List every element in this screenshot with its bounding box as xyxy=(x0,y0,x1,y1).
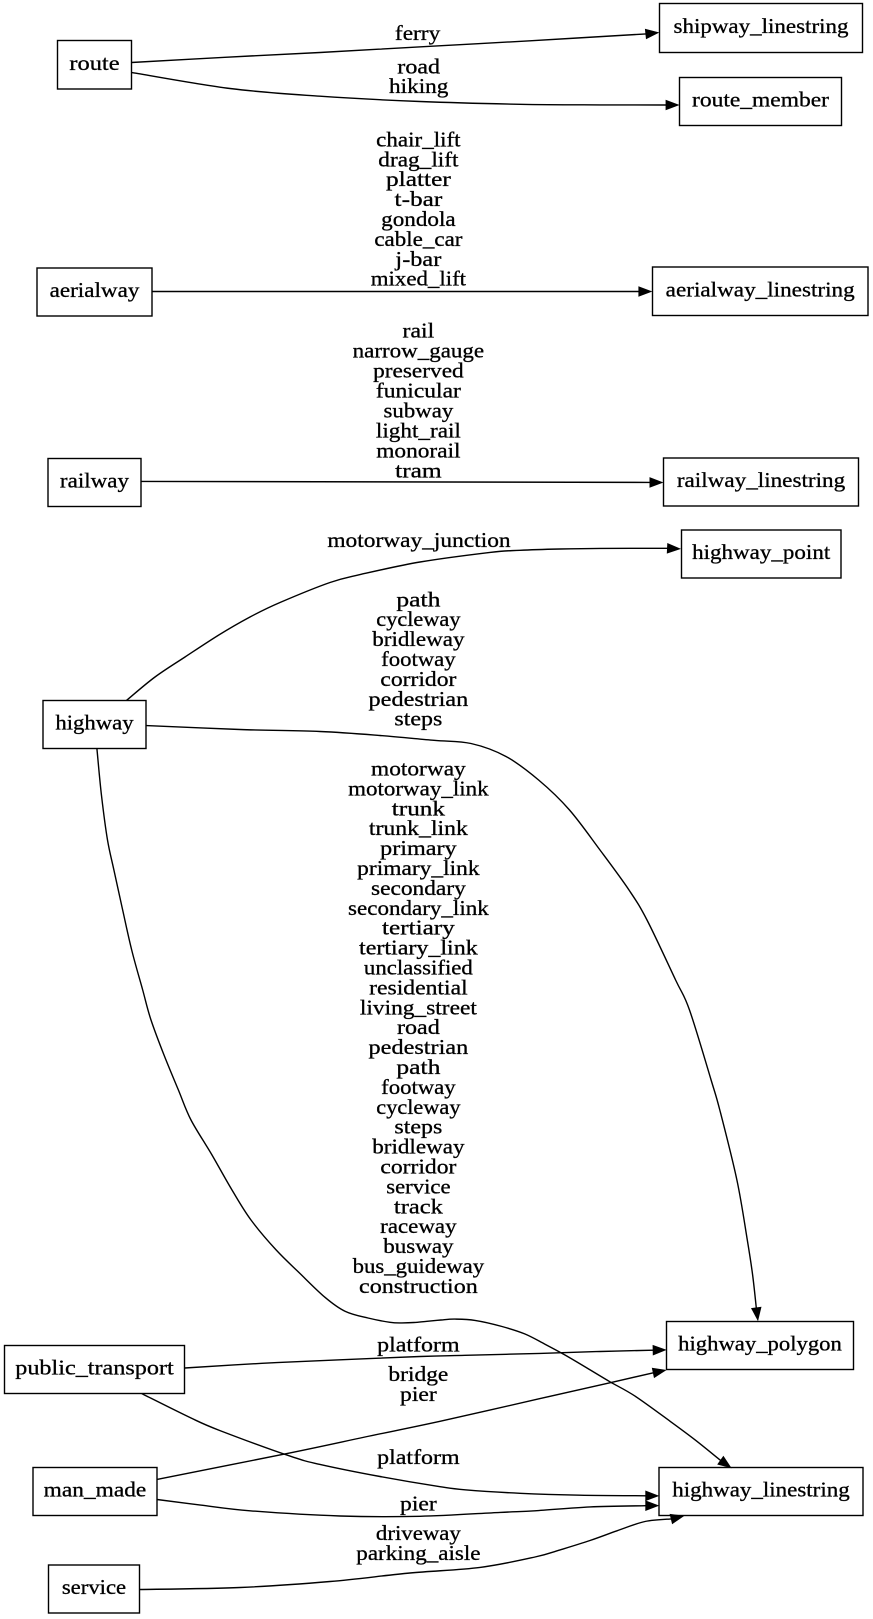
svg-text:public_transport: public_transport xyxy=(15,1356,174,1380)
svg-text:mixed_lift: mixed_lift xyxy=(371,267,466,291)
svg-text:gondola: gondola xyxy=(381,207,456,231)
svg-text:corridor: corridor xyxy=(380,1155,456,1179)
svg-text:cycleway: cycleway xyxy=(376,607,461,631)
svg-text:service: service xyxy=(386,1174,450,1198)
svg-text:living_street: living_street xyxy=(360,995,477,1019)
svg-text:aerialway: aerialway xyxy=(50,278,140,302)
svg-text:platter: platter xyxy=(386,167,451,191)
svg-text:secondary_link: secondary_link xyxy=(348,896,489,920)
svg-text:driveway: driveway xyxy=(376,1521,461,1545)
svg-text:drag_lift: drag_lift xyxy=(378,147,458,171)
svg-text:road: road xyxy=(397,54,440,78)
svg-text:secondary: secondary xyxy=(371,876,466,900)
svg-text:road: road xyxy=(397,1015,440,1039)
svg-text:corridor: corridor xyxy=(380,667,456,691)
svg-text:pier: pier xyxy=(400,1492,437,1516)
svg-text:tram: tram xyxy=(395,459,442,483)
svg-text:steps: steps xyxy=(394,1115,442,1139)
svg-text:bridge: bridge xyxy=(388,1362,448,1386)
svg-text:highway_point: highway_point xyxy=(692,540,830,564)
svg-text:highway: highway xyxy=(55,711,134,735)
svg-text:chair_lift: chair_lift xyxy=(376,127,461,151)
svg-text:motorway_junction: motorway_junction xyxy=(327,528,511,552)
svg-text:shipway_linestring: shipway_linestring xyxy=(674,14,850,38)
svg-text:raceway: raceway xyxy=(380,1214,457,1238)
svg-text:pedestrian: pedestrian xyxy=(369,1035,469,1059)
svg-text:man_made: man_made xyxy=(44,1478,147,1502)
svg-text:cycleway: cycleway xyxy=(376,1095,461,1119)
svg-text:platform: platform xyxy=(377,1333,460,1357)
svg-text:j-bar: j-bar xyxy=(394,247,441,271)
svg-text:bridleway: bridleway xyxy=(372,1135,465,1159)
svg-text:pedestrian: pedestrian xyxy=(369,687,469,711)
svg-text:preserved: preserved xyxy=(373,359,464,383)
svg-text:rail: rail xyxy=(403,319,435,343)
svg-text:busway: busway xyxy=(383,1234,454,1258)
svg-text:trunk: trunk xyxy=(392,796,446,820)
svg-text:t-bar: t-bar xyxy=(395,187,443,211)
svg-text:path: path xyxy=(396,587,441,611)
svg-text:bus_guideway: bus_guideway xyxy=(353,1254,485,1278)
svg-text:narrow_gauge: narrow_gauge xyxy=(353,339,485,363)
svg-text:track: track xyxy=(394,1194,443,1218)
svg-text:parking_aisle: parking_aisle xyxy=(356,1541,480,1565)
svg-text:service: service xyxy=(62,1575,126,1599)
svg-text:highway_linestring: highway_linestring xyxy=(672,1478,850,1502)
svg-text:motorway_link: motorway_link xyxy=(348,776,489,800)
svg-text:route_member: route_member xyxy=(692,88,829,112)
svg-text:unclassified: unclassified xyxy=(364,956,473,980)
svg-text:platform: platform xyxy=(377,1445,460,1469)
svg-text:railway_linestring: railway_linestring xyxy=(677,468,846,492)
svg-text:route: route xyxy=(69,51,119,75)
svg-text:funicular: funicular xyxy=(376,379,461,403)
svg-text:tertiary_link: tertiary_link xyxy=(359,936,478,960)
svg-text:pier: pier xyxy=(400,1382,437,1406)
svg-text:ferry: ferry xyxy=(395,21,441,45)
svg-text:residential: residential xyxy=(369,975,468,999)
svg-text:footway: footway xyxy=(381,647,456,671)
svg-text:bridleway: bridleway xyxy=(372,627,465,651)
svg-text:construction: construction xyxy=(359,1274,478,1298)
svg-text:path: path xyxy=(396,1055,441,1079)
svg-text:cable_car: cable_car xyxy=(374,227,462,251)
svg-text:tertiary: tertiary xyxy=(382,916,455,940)
svg-text:light_rail: light_rail xyxy=(376,419,461,443)
svg-text:hiking: hiking xyxy=(389,74,449,98)
svg-text:subway: subway xyxy=(384,399,454,423)
svg-text:monorail: monorail xyxy=(376,439,460,463)
svg-text:primary: primary xyxy=(380,836,457,860)
svg-text:motorway: motorway xyxy=(371,757,466,781)
svg-text:steps: steps xyxy=(394,707,442,731)
svg-text:railway: railway xyxy=(60,469,130,493)
svg-text:primary_link: primary_link xyxy=(357,856,480,880)
svg-text:trunk_link: trunk_link xyxy=(369,816,469,840)
svg-text:aerialway_linestring: aerialway_linestring xyxy=(666,277,856,301)
svg-text:footway: footway xyxy=(381,1075,456,1099)
svg-text:highway_polygon: highway_polygon xyxy=(678,1332,842,1356)
